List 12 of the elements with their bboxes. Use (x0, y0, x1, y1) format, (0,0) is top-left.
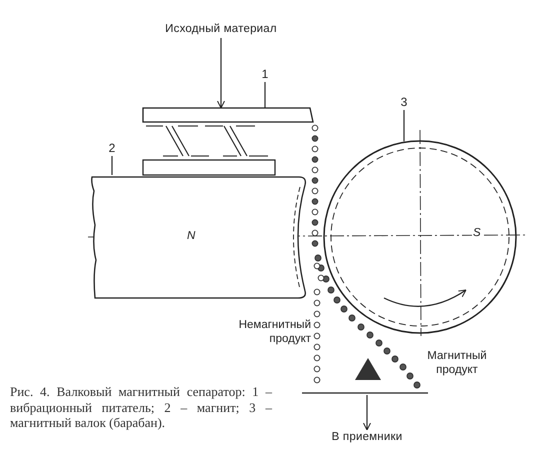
callout-number: 1 (262, 68, 268, 80)
flow-label: В приемники (332, 432, 402, 444)
leader-line (111, 156, 113, 175)
leader-line (264, 82, 266, 108)
product-label: Магнитный продукт (426, 349, 488, 378)
arrow (217, 38, 225, 108)
leader-line (403, 110, 405, 142)
flow-label: Исходный материал (165, 24, 277, 36)
callout-number: 2 (108, 142, 116, 154)
callout-number: 3 (400, 96, 408, 108)
figure-caption: Рис. 4. Валковый магнитный сепаратор: 1 – вибрационный питатель; 2 – магнит; 3 – магнитный валок (барабан). (10, 384, 272, 431)
product-label: Немагнитный продукт (238, 318, 312, 347)
